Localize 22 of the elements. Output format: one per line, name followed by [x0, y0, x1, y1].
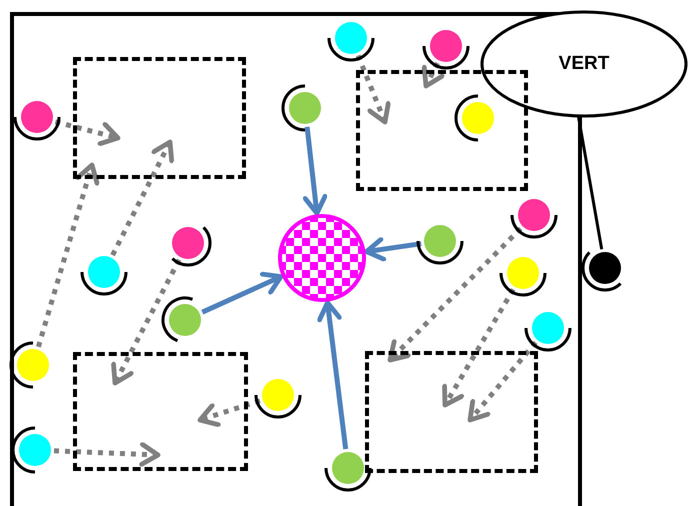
arrow [201, 272, 284, 314]
checkered-ball [278, 214, 366, 302]
dashed-zone [356, 70, 528, 191]
arrow [422, 62, 444, 88]
arrow [317, 300, 348, 450]
arrow [442, 288, 516, 408]
arrow [468, 340, 538, 422]
arrow [388, 226, 522, 362]
dashed-zone [73, 57, 246, 179]
dashed-zone [365, 351, 538, 473]
speech-bubble [480, 10, 688, 118]
dashed-zone [73, 352, 248, 471]
arrow [302, 126, 328, 216]
arrow [111, 258, 182, 386]
bubble-text: VERT [558, 53, 610, 75]
arrow [198, 398, 261, 428]
arrow [54, 442, 160, 467]
arrow [36, 162, 100, 348]
arrow [54, 119, 120, 146]
arrow [110, 140, 174, 256]
arrow [356, 54, 391, 124]
arrow [364, 237, 422, 262]
